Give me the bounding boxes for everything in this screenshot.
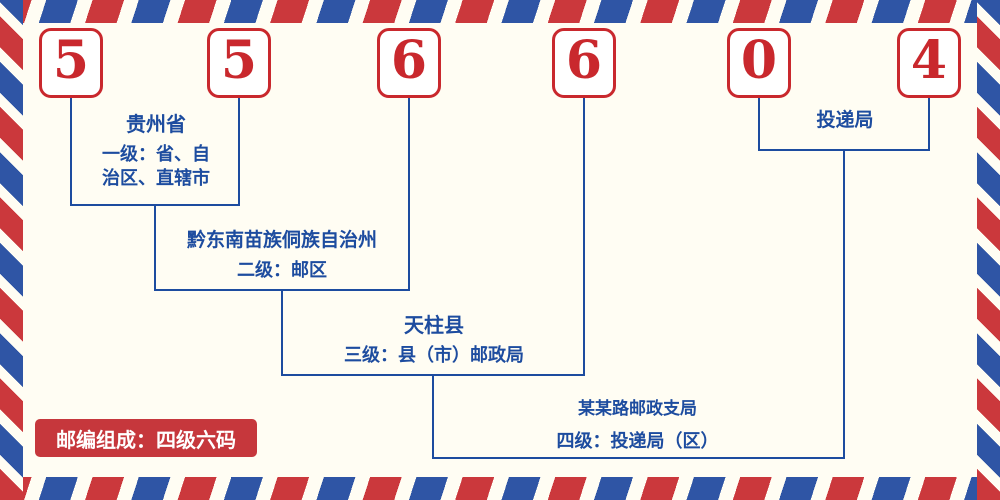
digit-box-5: 0 [727, 28, 791, 98]
label-level1: 贵州省 一级：省、自 治区、直辖市 [77, 112, 235, 191]
digit-box-2: 5 [207, 28, 271, 98]
digit-5: 0 [740, 30, 778, 91]
connector-line [154, 289, 410, 291]
connector-line [758, 149, 930, 151]
connector-line [843, 150, 845, 458]
connector-line [70, 204, 240, 206]
connector-line [432, 375, 434, 458]
digit-1: 5 [52, 30, 90, 91]
connector-line [154, 205, 156, 290]
level3-region-name: 天柱县 [404, 313, 464, 337]
level4-desc: 四级：投递局（区） [556, 431, 719, 452]
level1-desc-line1: 一级：省、自 [102, 144, 210, 165]
connector-line [408, 98, 410, 290]
label-level2: 黔东南苗族侗族自治州 二级：邮区 [157, 228, 407, 283]
digit-box-3: 6 [377, 28, 441, 98]
connector-line [281, 374, 585, 376]
label-level3: 天柱县 三级：县（市）邮政局 [309, 313, 559, 368]
digit-box-4: 6 [552, 28, 616, 98]
connector-line [70, 98, 72, 205]
composition-badge: 邮编组成：四级六码 [35, 419, 257, 457]
connector-line [432, 457, 845, 459]
digit-box-6: 4 [897, 28, 961, 98]
airmail-border-right [977, 0, 1000, 500]
digit-2: 5 [220, 30, 258, 91]
connector-line [928, 98, 930, 150]
level2-desc: 二级：邮区 [237, 260, 327, 281]
digit-box-1: 5 [39, 28, 103, 98]
composition-text: 邮编组成：四级六码 [56, 427, 236, 452]
connector-line [758, 98, 760, 150]
delivery-office-name: 投递局 [816, 109, 874, 131]
label-level4: 某某路邮政支局 四级：投递局（区） [520, 397, 755, 454]
airmail-border-left [0, 0, 23, 500]
digit-6: 4 [910, 30, 948, 91]
airmail-border-top [0, 0, 1000, 23]
connector-line [281, 290, 283, 375]
digit-4: 6 [565, 30, 603, 91]
level1-desc-line2: 治区、直辖市 [102, 168, 210, 189]
airmail-border-bottom [0, 477, 1000, 500]
connector-line [238, 98, 240, 205]
level3-desc: 三级：县（市）邮政局 [344, 345, 524, 366]
connector-line [583, 98, 585, 375]
label-delivery-office: 投递局 [775, 108, 915, 132]
level1-region-name: 贵州省 [126, 112, 186, 136]
level2-region-name: 黔东南苗族侗族自治州 [186, 229, 377, 251]
digit-3: 6 [390, 30, 428, 91]
level4-office-name: 某某路邮政支局 [578, 399, 697, 419]
